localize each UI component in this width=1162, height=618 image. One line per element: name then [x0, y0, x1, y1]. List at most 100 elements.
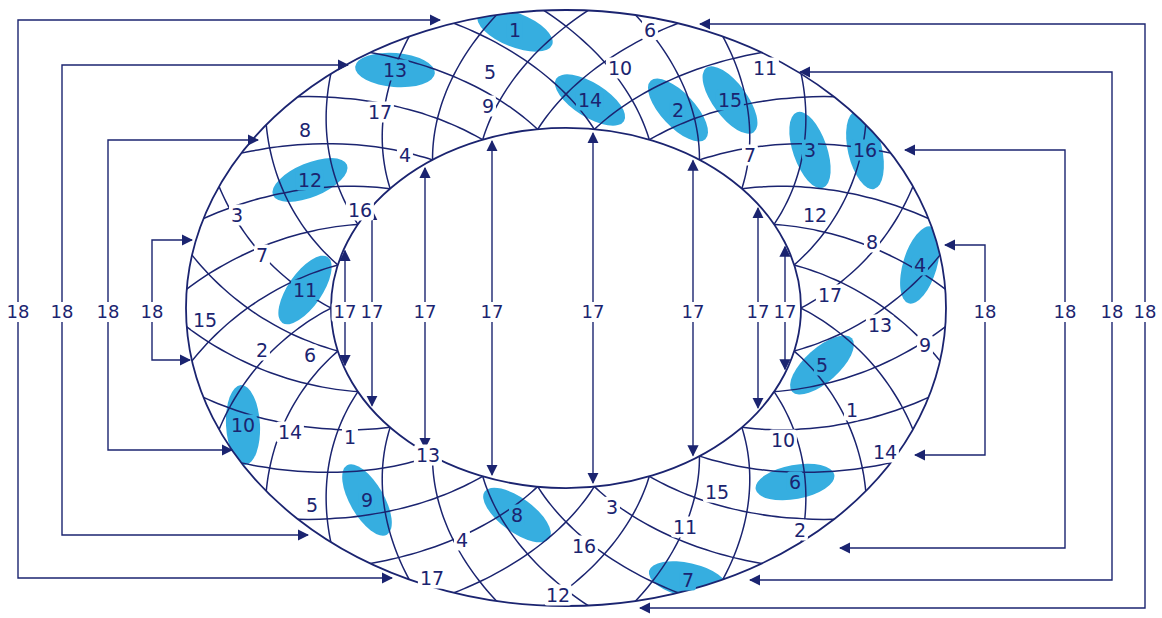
dimension-label: 18 [49, 302, 76, 322]
strand-number: 6 [642, 20, 658, 41]
strand-number: 13 [381, 60, 409, 81]
dimension-label: 18 [139, 302, 166, 322]
strand-number: 5 [304, 495, 320, 516]
strand-edge [778, 240, 951, 355]
strand-edge [479, 0, 605, 153]
strand-number: 11 [671, 517, 699, 538]
ring-inner-edge [331, 128, 801, 488]
strand-number: 16 [570, 536, 598, 557]
strand-number: 3 [229, 205, 245, 226]
dimension-label: 18 [5, 302, 32, 322]
dimension-bracket [640, 24, 1145, 608]
strand-edge [213, 301, 346, 446]
strand-number: 4 [912, 255, 928, 276]
dimension-label: 17 [412, 302, 439, 322]
strand-number: 13 [414, 445, 442, 466]
strand-edge [635, 97, 855, 149]
strand-number: 2 [254, 340, 270, 361]
strand-number: 8 [509, 505, 525, 526]
strand-edge [527, 0, 653, 153]
strand-number: 17 [816, 285, 844, 306]
strand-number: 12 [544, 585, 572, 606]
blue-strand-cell [781, 326, 863, 405]
strand-number: 17 [418, 568, 446, 589]
dimension-label: 17 [580, 302, 607, 322]
dimension-label: 18 [972, 302, 999, 322]
strand-edge [181, 240, 354, 355]
strand-number: 8 [297, 120, 313, 141]
strand-number: 11 [751, 58, 779, 79]
strand-edge [265, 341, 350, 508]
strand-number: 15 [703, 482, 731, 503]
ring-outer-edge [186, 10, 946, 606]
strand-number: 9 [359, 490, 375, 511]
strand-number: 15 [191, 310, 219, 331]
strand-edge [583, 49, 783, 140]
blue-strand-cell [753, 458, 838, 506]
dimension-bracket [750, 72, 1112, 580]
strand-number: 7 [742, 145, 758, 166]
strand-edge [349, 476, 549, 567]
strand-number: 14 [576, 90, 604, 111]
strand-number: 6 [302, 345, 318, 366]
blue-strand-cell [839, 107, 890, 193]
dimension-bracket [62, 65, 348, 535]
strand-edge [276, 468, 496, 520]
strand-number: 9 [480, 96, 496, 117]
strand-number: 5 [482, 62, 498, 83]
blue-strand-cell [781, 107, 839, 194]
dimension-bracket [18, 20, 440, 578]
strand-number: 16 [851, 140, 879, 161]
dimension-label: 18 [1099, 302, 1126, 322]
dimension-label: 17 [332, 302, 359, 322]
dimension-bracket [152, 240, 192, 360]
strand-number: 2 [792, 520, 808, 541]
strand-number: 12 [801, 205, 829, 226]
strand-edge [765, 57, 805, 236]
braid-strands [172, 0, 961, 616]
strand-edge [782, 341, 867, 508]
strand-number: 1 [342, 427, 358, 448]
blue-strand-cell [224, 384, 262, 466]
strand-number: 10 [229, 415, 257, 436]
dimension-label: 17 [680, 302, 707, 322]
strand-number: 10 [606, 58, 634, 79]
dimension-label: 18 [1132, 302, 1159, 322]
strand-number: 1 [844, 400, 860, 421]
strand-edge [276, 97, 496, 149]
dimension-label: 18 [1052, 302, 1079, 322]
strand-number: 2 [670, 100, 686, 121]
strand-edge [181, 261, 354, 376]
dimension-bracket [840, 150, 1065, 548]
strand-number: 9 [917, 335, 933, 356]
strand-number: 15 [716, 90, 744, 111]
strand-edge [434, 474, 602, 600]
strand-edge [714, 21, 750, 202]
strand-number: 3 [802, 140, 818, 161]
strand-edge [622, 1, 700, 173]
strand-number: 13 [866, 315, 894, 336]
strand-edge [757, 315, 961, 393]
strand-number: 3 [604, 497, 620, 518]
strand-edge [757, 224, 961, 302]
strand-number: 12 [296, 170, 324, 191]
dimension-label: 18 [95, 302, 122, 322]
ring-band [186, 10, 946, 606]
strand-number: 10 [769, 430, 797, 451]
strand-number: 14 [276, 422, 304, 443]
dimension-label: 17 [772, 302, 799, 322]
strand-edge [622, 442, 700, 614]
strand-edge [479, 463, 605, 617]
strand-edge [583, 476, 783, 567]
strand-number: 6 [787, 472, 803, 493]
strand-edge [786, 170, 919, 315]
strand-number: 11 [291, 280, 319, 301]
strand-number: 14 [871, 442, 899, 463]
strand-edge [326, 380, 366, 559]
strand-number: 8 [864, 232, 880, 253]
strand-number: 7 [254, 245, 270, 266]
strand-number: 16 [346, 200, 374, 221]
dimension-label: 17 [745, 302, 772, 322]
strand-number: 17 [366, 102, 394, 123]
